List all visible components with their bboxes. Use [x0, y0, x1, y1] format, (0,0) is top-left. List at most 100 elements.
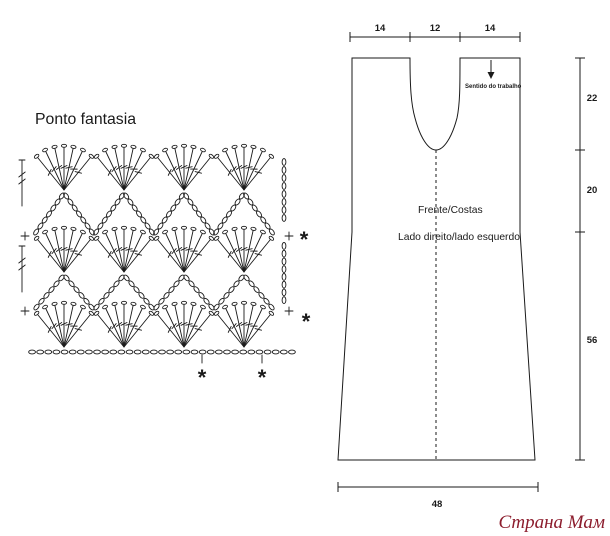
foundation-chain-stitch [117, 349, 126, 355]
turning-chain-stitch [281, 242, 287, 250]
double-crochet-stitch [123, 308, 143, 348]
chain-stitch [218, 297, 225, 305]
chain-stitch [46, 210, 52, 218]
chain-stitch [68, 280, 75, 288]
chain-stitch [243, 274, 250, 282]
double-crochet-stitch [157, 239, 185, 273]
chain-stitch [217, 222, 224, 230]
double-crochet-stitch [97, 157, 125, 191]
double-crochet-stitch [234, 230, 245, 273]
turning-chain-stitch [281, 265, 287, 273]
single-crochet-stitch [20, 306, 30, 316]
chain-stitch [253, 286, 260, 293]
foundation-chain-stitch [101, 349, 110, 355]
single-crochet-stitch [284, 231, 294, 241]
double-crochet-stitch [37, 157, 65, 191]
chain-stitch [53, 280, 60, 288]
turning-chain-stitch [281, 174, 287, 182]
chain-stitch [83, 297, 90, 305]
stitch-top-loop [130, 301, 137, 306]
chain-stitch [103, 292, 110, 299]
stitch-top-loop [51, 144, 58, 149]
double-crochet-stitch [217, 157, 245, 191]
double-crochet-stitch [123, 157, 151, 191]
double-crochet-stitch [243, 157, 271, 191]
chain-stitch [203, 297, 210, 305]
stitch-top-loop [222, 147, 228, 153]
foundation-chain-stitch [279, 349, 288, 355]
work-direction-label: Sentido do trabalho [465, 84, 522, 90]
stitch-top-loop [120, 300, 128, 305]
top-dimension-line [349, 32, 521, 42]
double-crochet-stitch [183, 151, 203, 191]
double-crochet-stitch [63, 239, 91, 273]
foundation-chain-stitch [158, 349, 166, 355]
chain-stitch [93, 228, 100, 236]
stitch-top-loop [42, 147, 48, 153]
stitch-top-loop [162, 304, 168, 310]
double-crochet-stitch [234, 148, 245, 191]
turning-chain-stitch [281, 273, 287, 281]
double-crochet-stitch [180, 304, 188, 348]
chain-stitch [67, 198, 74, 206]
stitch-top-loop [240, 225, 248, 230]
foundation-chain-stitch [60, 349, 69, 355]
stitch-top-loop [250, 226, 257, 231]
double-crochet-stitch [114, 230, 125, 273]
double-crochet-stitch [225, 151, 245, 191]
repeat-marker-asterisk: * [198, 365, 207, 390]
foundation-chain-stitch [223, 349, 231, 355]
stitch-top-loop [140, 304, 146, 310]
chain-stitch [234, 198, 241, 206]
down-arrow-icon [487, 60, 495, 79]
stitch-top-loop [33, 153, 40, 159]
double-crochet-stitch [157, 314, 185, 348]
foundation-chain-stitch [68, 349, 77, 355]
foundation-chain-stitch [263, 349, 272, 355]
arrow-head [487, 72, 495, 79]
chain-stitch [196, 210, 202, 218]
single-crochet-stitch [20, 231, 30, 241]
stitch-top-loop [102, 229, 108, 235]
chain-stitch [123, 274, 130, 282]
stitch-top-loop [70, 301, 77, 306]
double-crochet-stitch [234, 305, 245, 348]
stitch-top-loop [93, 153, 100, 159]
chain-stitch [48, 286, 55, 293]
turning-chain-stitch [281, 280, 287, 289]
foundation-chain-stitch [125, 349, 134, 355]
stitch-top-loop [231, 301, 238, 306]
stitch-top-loop [250, 144, 257, 149]
stitch-top-loop [222, 229, 228, 235]
chain-stitch [80, 216, 87, 224]
foundation-chain-stitch [28, 349, 36, 355]
stitch-top-loop [208, 310, 215, 316]
stitch-top-loop [162, 147, 168, 153]
stitch-top-loop [260, 304, 266, 310]
stitch-top-loop [93, 310, 100, 316]
stitch-top-loop [60, 143, 68, 148]
double-crochet-stitch [240, 229, 248, 273]
turning-chain-stitch [281, 182, 287, 190]
stitch-top-loop [140, 229, 146, 235]
chain-stitch [187, 198, 194, 206]
double-crochet-stitch [183, 230, 194, 273]
double-crochet-stitch [63, 148, 74, 191]
double-crochet-stitch [225, 308, 245, 348]
double-crochet-stitch [123, 314, 151, 348]
double-crochet-stitch [123, 305, 134, 348]
double-crochet-stitch [123, 148, 134, 191]
chain-stitch [33, 303, 40, 311]
chain-stitch [256, 210, 262, 218]
chain-stitch [247, 198, 254, 206]
turning-chain-stitch [281, 214, 287, 222]
stitch-top-loop [171, 226, 178, 231]
double-crochet-stitch [37, 314, 65, 348]
bottom-width-label: 48 [432, 499, 443, 510]
stitch-chart-title: Ponto fantasia [35, 111, 136, 128]
stitch-top-loop [148, 235, 155, 241]
foundation-chain-stitch [239, 349, 248, 355]
foundation-chain-stitch [166, 349, 174, 355]
garment-outline [337, 57, 536, 461]
chain-stitch [188, 280, 195, 288]
